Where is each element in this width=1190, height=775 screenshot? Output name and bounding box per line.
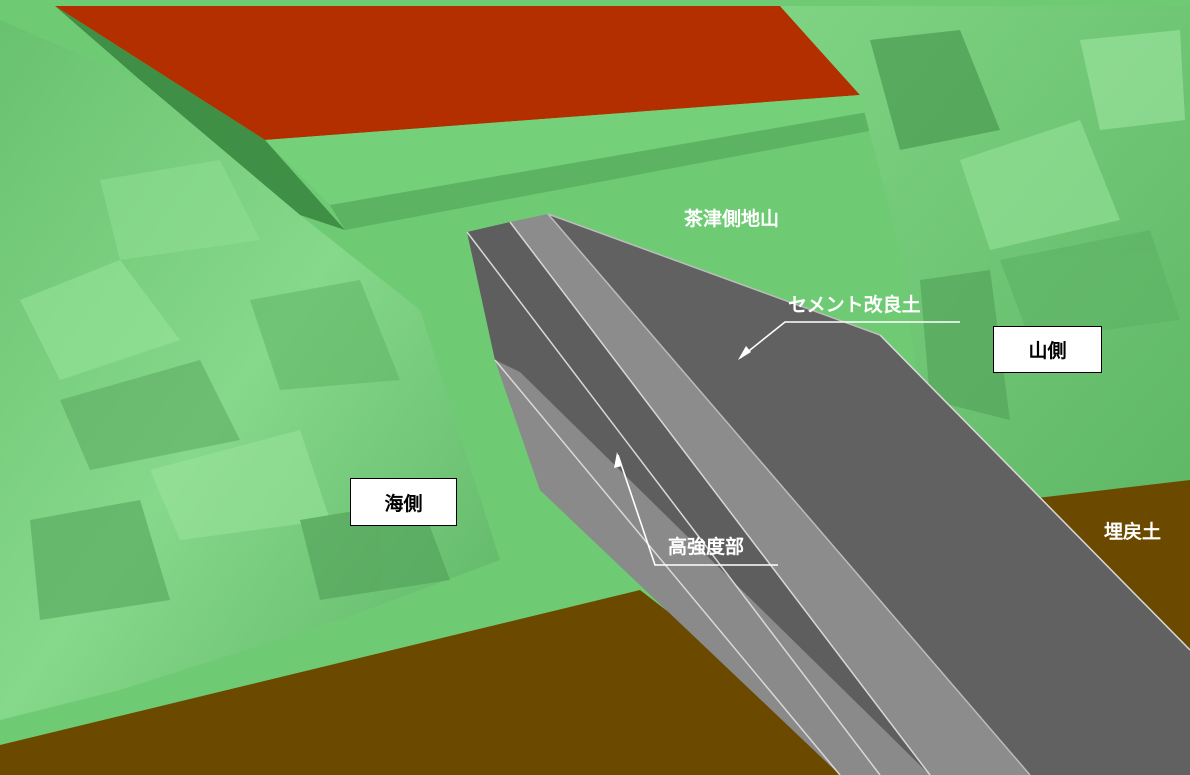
label-high-strength: 高強度部 [668, 536, 745, 558]
left-ridge [55, 6, 345, 230]
block-edge-line-6 [879, 334, 1190, 651]
high-strength-leader-line [617, 454, 778, 566]
label-backfill: 埋戻土 [1104, 521, 1162, 543]
cement-dark-left [467, 222, 930, 775]
block-edge-line-1 [466, 231, 881, 775]
upper-slab [265, 95, 868, 205]
high-strength-lower-face [495, 360, 930, 775]
cement-light-strip [510, 214, 1030, 775]
red-layer [55, 6, 860, 140]
right-terrain-facets [870, 30, 1185, 420]
block-edge-line-4 [494, 359, 841, 775]
label-mountain-side: 山側 [993, 326, 1102, 373]
high-strength-leader-arrow [614, 452, 622, 468]
backfill-bottom [0, 590, 880, 775]
left-terrain-facets [20, 160, 450, 620]
label-cement-soil: セメント改良土 [788, 294, 921, 316]
cement-leader-arrow [738, 346, 751, 360]
label-sea-side: 海側 [350, 478, 457, 526]
cement-top-face [548, 214, 1190, 775]
block-edge-line-5 [547, 213, 881, 336]
block-edge-line-3 [547, 213, 1031, 775]
right-terrain [780, 6, 1190, 500]
block-edge-line-2 [509, 221, 931, 775]
upper-slab-front [330, 112, 875, 230]
cement-leader-line [739, 321, 960, 359]
label-chazu-ground: 茶津側地山 [684, 208, 780, 230]
